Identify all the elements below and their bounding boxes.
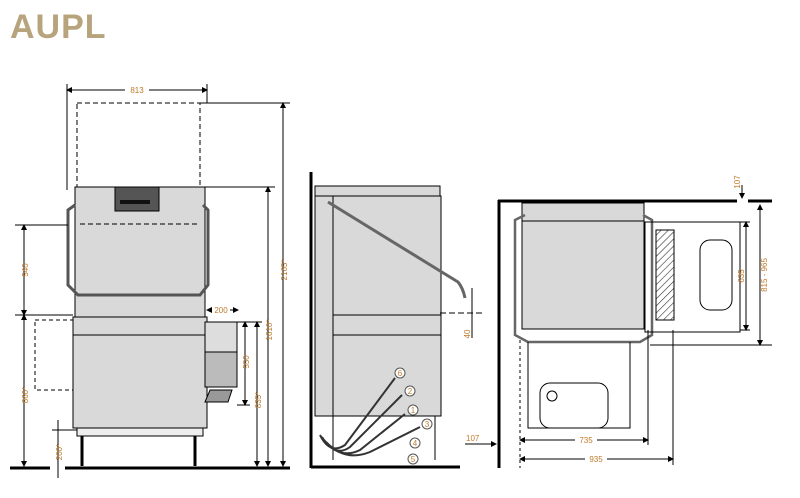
connection-4: 4 [413,439,418,448]
side-view: 40 6 2 1 3 4 5 [309,172,482,469]
basket-hatched [655,229,675,321]
dim-table-height: 860* [21,387,30,403]
dim-wall-gap-left: 107 [466,434,480,443]
connection-2: 2 [408,387,413,396]
dim-hood-depth: 540 [21,263,30,277]
product-title: AUPL [10,8,107,46]
top-view: 735 935 107 107 635 815 - 965 [465,175,772,468]
hood-handle [66,203,210,297]
dim-height-closed: 1610* [265,320,274,341]
dim-depth-outer: 935 [589,455,603,464]
sink-right [699,239,733,311]
dim-wall-gap-top: 107 [733,175,742,189]
dim-width: 813 [130,86,144,95]
front-view: 813 2165* 1610* 835* 550 200 540 860* 20… [10,84,290,478]
control-panel [114,186,160,212]
dim-basket-size: 635 [737,269,746,283]
connection-hoses [319,377,421,457]
dim-depth-inner: 735 [579,436,593,445]
dim-accessory-height: 550 [242,355,251,369]
dim-table-depth: 815 - 965 [760,258,769,292]
dim-accessory-mount: 835* [254,392,263,408]
hood-arm [327,200,467,299]
top-machine-body [521,220,645,330]
dim-accessory-width: 200 [214,306,228,315]
side-table-outline [34,319,74,391]
connection-3: 3 [425,420,430,429]
dim-leg-adjust: 200* [55,444,64,460]
side-machine-body [332,195,442,417]
machine-lower [72,316,208,429]
connection-6: 6 [398,369,403,378]
dim-height-open: 2165* [280,260,289,281]
connection-5: 5 [411,455,416,464]
accessory-unit [204,321,238,353]
sink-front [539,382,609,429]
connection-labels: 6 2 1 3 4 5 [394,367,433,465]
connection-1: 1 [411,406,416,415]
dim-arm-clearance: 40 [463,329,472,338]
